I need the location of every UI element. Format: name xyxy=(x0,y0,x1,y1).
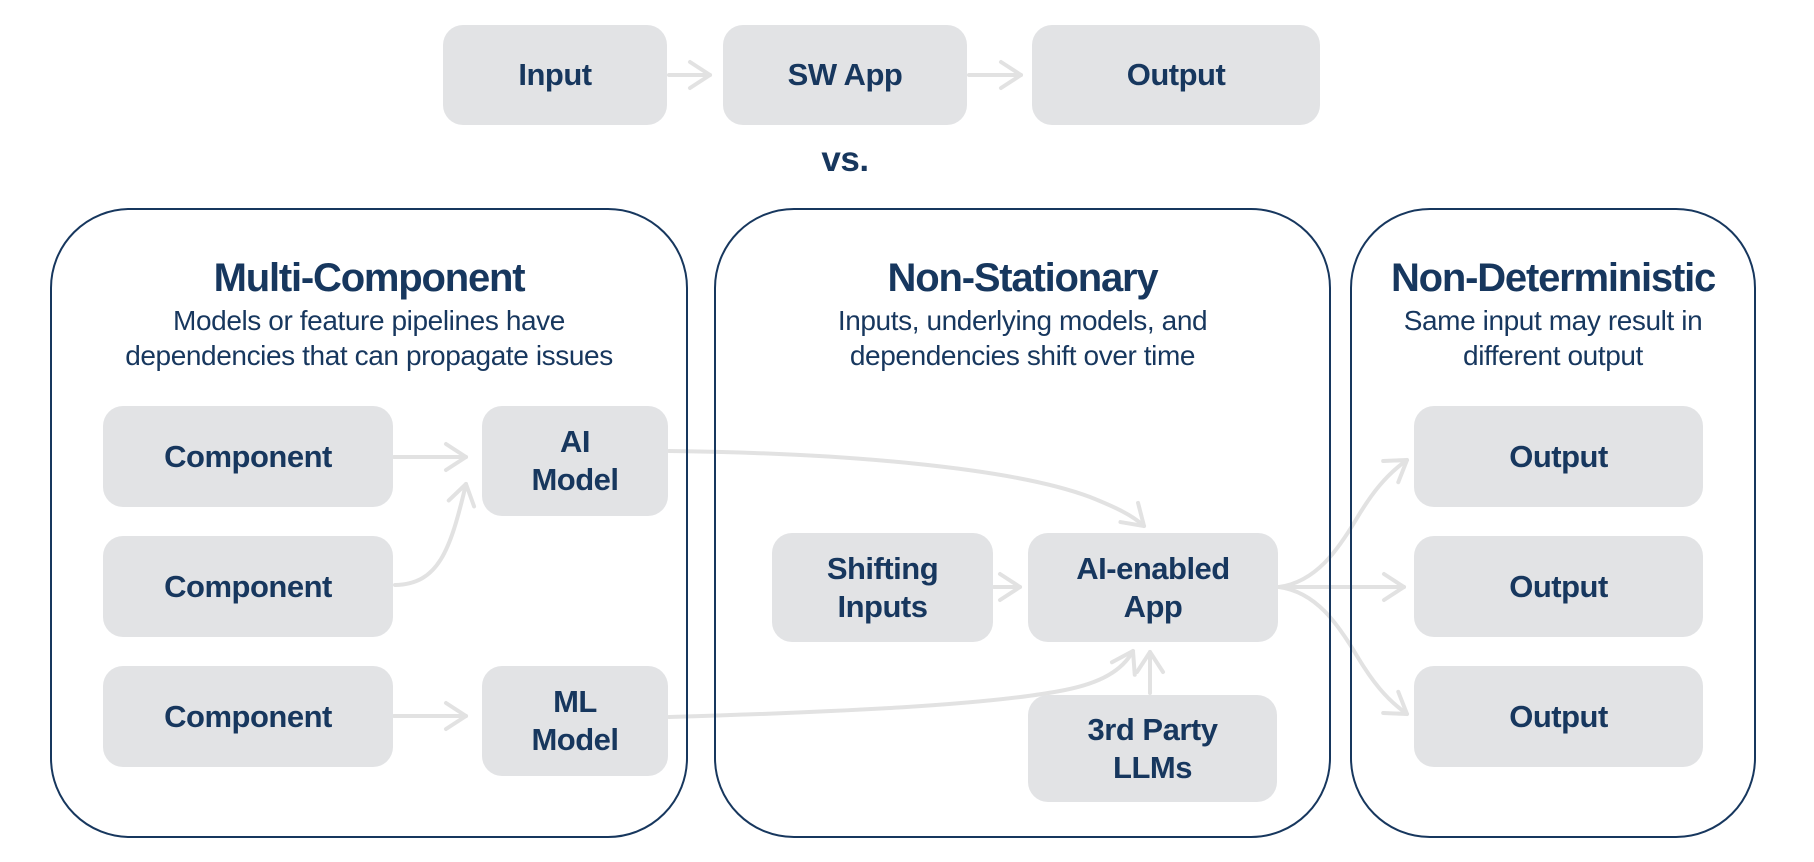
vs-separator-label: vs. xyxy=(821,140,869,179)
panel-non-deterministic xyxy=(1350,208,1756,838)
panel-multi-component xyxy=(50,208,688,838)
arrow-ai-model-to-ai-enabled-app xyxy=(667,449,1146,528)
output-box-1: Output xyxy=(1414,406,1703,507)
non-stationary-title: Non-Stationary xyxy=(887,256,1159,300)
shifting-inputs-box: Shifting Inputs xyxy=(772,533,993,642)
ml-model-box: ML Model xyxy=(482,666,668,776)
ai-enabled-app-box: AI-enabled App xyxy=(1028,533,1278,642)
output-box-3: Output xyxy=(1414,666,1703,767)
arrow-ai-enabled-app-to-output-1 xyxy=(1277,458,1409,589)
sw-app-box: SW App xyxy=(723,25,967,125)
multi-component-title: Multi-Component xyxy=(213,256,526,300)
output-box: Output xyxy=(1032,25,1320,125)
component-box-1: Component xyxy=(103,406,393,507)
panel-non-stationary xyxy=(714,208,1331,838)
ai-model-box: AI Model xyxy=(482,406,668,516)
arrow-ai-enabled-app-to-output-3 xyxy=(1277,585,1409,716)
input-box: Input xyxy=(443,25,667,125)
output-box-2: Output xyxy=(1414,536,1703,637)
arrow-ml-model-to-ai-enabled-app xyxy=(667,649,1137,719)
component-box-2: Component xyxy=(103,536,393,637)
arrow-component2-to-ai-model xyxy=(393,482,477,587)
component-box-3: Component xyxy=(103,666,393,767)
multi-component-subtitle: Models or feature pipelines have depende… xyxy=(125,305,613,371)
non-stationary-subtitle: Inputs, underlying models, and dependenc… xyxy=(837,305,1208,371)
non-deterministic-title: Non-Deterministic xyxy=(1390,256,1716,300)
third-party-llms-box: 3rd Party LLMs xyxy=(1028,695,1277,802)
non-deterministic-subtitle: Same input may result in different outpu… xyxy=(1403,305,1703,371)
